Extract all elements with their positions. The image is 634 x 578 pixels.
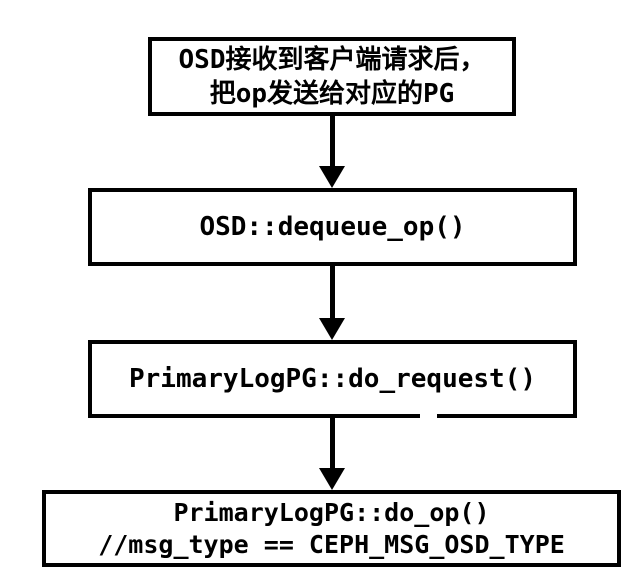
node-text-line: OSD::dequeue_op(): [199, 212, 466, 242]
node-text-line: //msg_type == CEPH_MSG_OSD_TYPE: [98, 529, 565, 559]
arrowhead-down-icon: [319, 318, 345, 340]
node-text-line: 把op发送给对应的PG: [209, 78, 455, 109]
arrow-shaft: [329, 264, 335, 318]
flow-node-receive-request: OSD接收到客户端请求后， 把op发送给对应的PG: [148, 37, 516, 116]
node-text-line: PrimaryLogPG::do_request(): [129, 364, 536, 394]
arrow-shaft: [329, 416, 335, 468]
node-text-line: PrimaryLogPG::do_op(): [173, 497, 490, 527]
arrowhead-down-icon: [319, 166, 345, 188]
flow-node-do-op: PrimaryLogPG::do_op() //msg_type == CEPH…: [42, 490, 621, 567]
flow-node-do-request: PrimaryLogPG::do_request(): [88, 340, 577, 418]
flow-arrow-dorequest-to-doop: [318, 416, 346, 490]
border-gap-artifact: [420, 413, 437, 419]
arrow-shaft: [329, 114, 335, 166]
flow-node-dequeue-op: OSD::dequeue_op(): [88, 188, 577, 266]
node-text-line: OSD接收到客户端请求后，: [178, 44, 486, 75]
flow-arrow-dequeue-to-dorequest: [318, 264, 346, 340]
flow-arrow-receive-to-dequeue: [318, 114, 346, 188]
arrowhead-down-icon: [319, 468, 345, 490]
